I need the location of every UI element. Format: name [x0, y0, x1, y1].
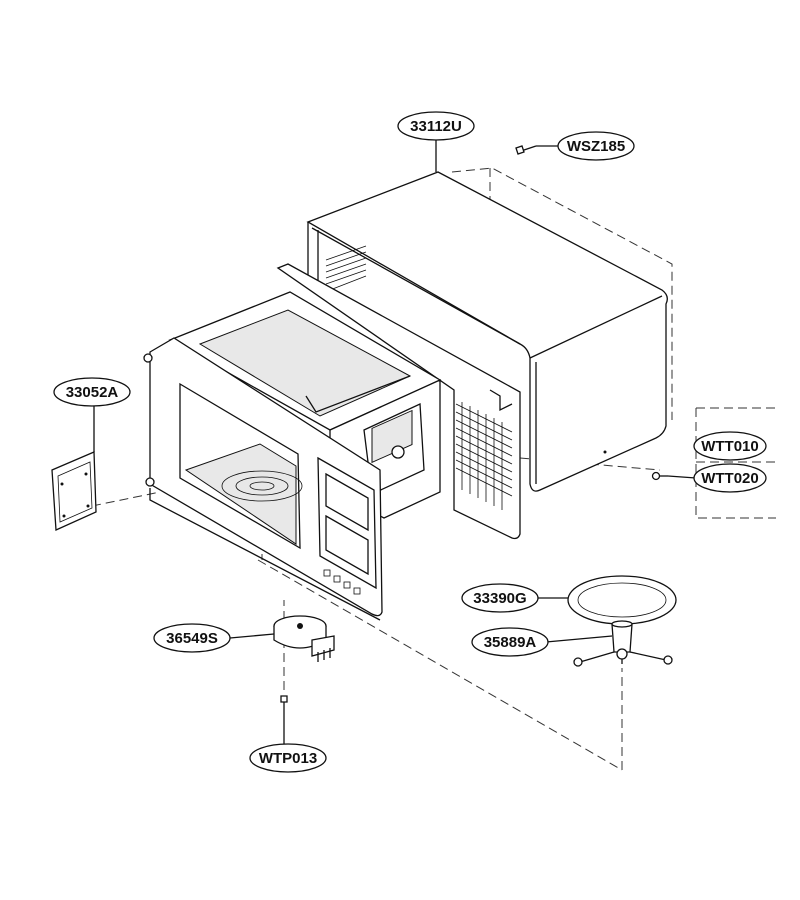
part-label-36549S: 36549S	[153, 623, 231, 653]
part-label-WTT020: WTT020	[693, 463, 767, 493]
part-label-WTP013: WTP013	[249, 743, 327, 773]
part-number-WTT020: WTT020	[701, 470, 759, 487]
part-number-33390G: 33390G	[473, 590, 526, 607]
part-number-35889A: 35889A	[484, 634, 537, 651]
part-label-33052A: 33052A	[53, 377, 131, 407]
motor-screw-drawing	[280, 695, 288, 716]
rear-plate-vents	[455, 402, 513, 510]
waveguide-cover-drawing	[51, 451, 97, 531]
outer-case-drawing	[306, 171, 668, 492]
part-label-WSZ185: WSZ185	[557, 131, 635, 161]
part-number-33052A: 33052A	[66, 384, 119, 401]
part-number-36549S: 36549S	[166, 630, 218, 647]
glass-tray-drawing	[567, 575, 677, 625]
part-label-33112U: 33112U	[397, 111, 475, 141]
roller-guide-drawing	[573, 620, 673, 667]
cavity-chassis-drawing	[143, 263, 521, 621]
leader-lines	[93, 140, 697, 744]
part-number-WTP013: WTP013	[259, 750, 317, 767]
turntable-motor-drawing	[273, 615, 335, 662]
side-screw-drawing	[651, 471, 668, 481]
part-number-WTT010: WTT010	[701, 438, 759, 455]
part-label-33390G: 33390G	[461, 583, 539, 613]
part-number-33112U: 33112U	[410, 118, 462, 135]
part-number-WSZ185: WSZ185	[567, 138, 625, 155]
case-screw-drawing	[515, 145, 537, 155]
part-label-WTT010: WTT010	[693, 431, 767, 461]
part-label-35889A: 35889A	[471, 627, 549, 657]
case-vents	[325, 245, 367, 291]
